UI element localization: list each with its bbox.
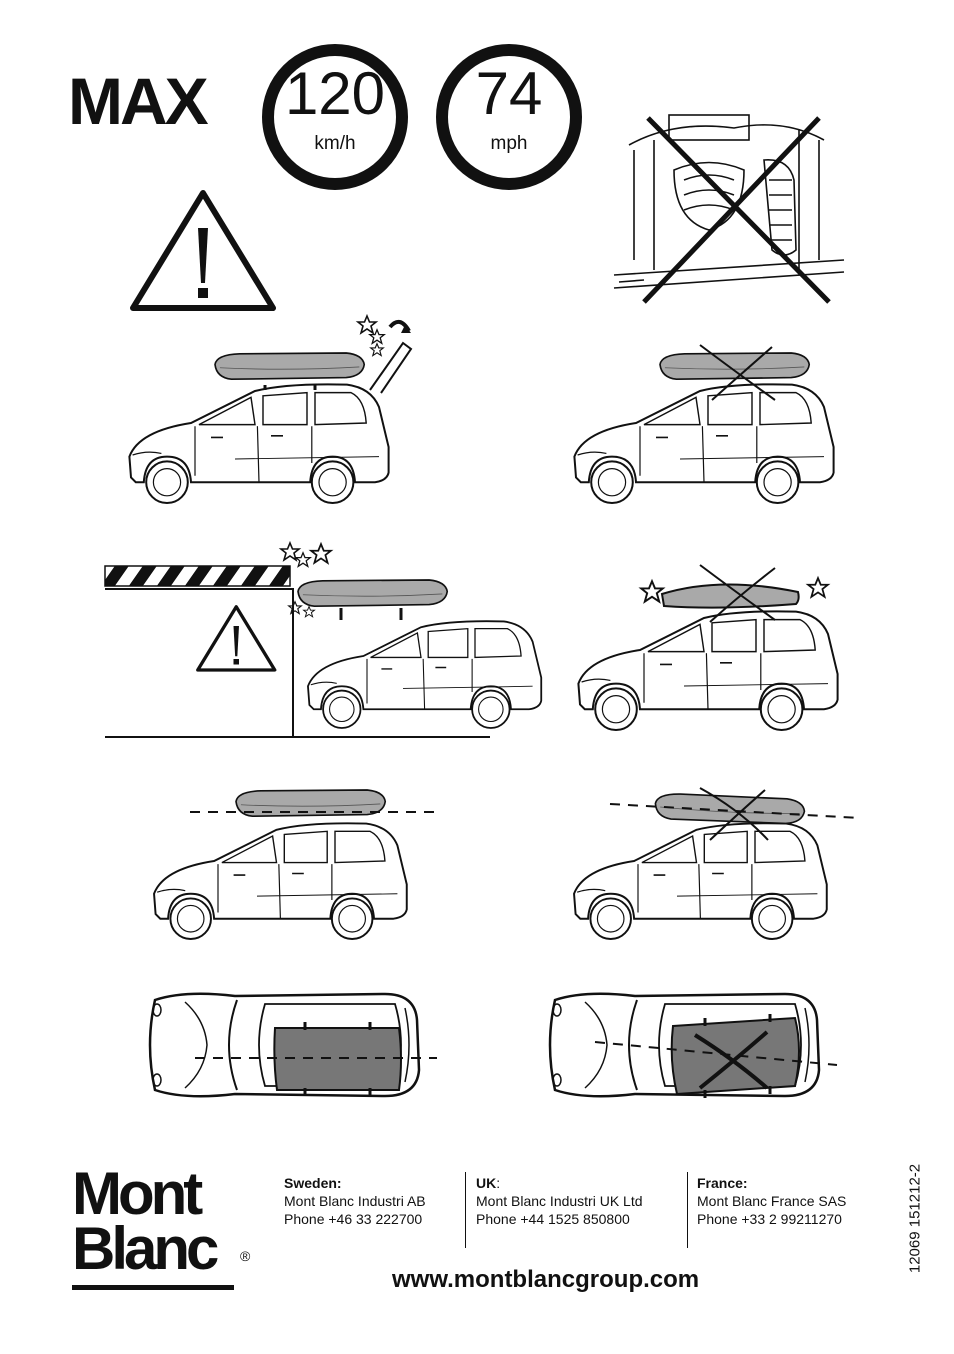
mont-blanc-logo: Mont Blanc xyxy=(72,1160,219,1283)
contact-phone: Phone +33 2 99211270 xyxy=(697,1211,842,1227)
logo-line-2: Blanc xyxy=(72,1215,219,1283)
website-link[interactable]: www.montblancgroup.com xyxy=(392,1266,700,1293)
speed-kmh-unit: km/h xyxy=(314,133,356,154)
contact-france: France: Mont Blanc France SAS Phone +33 … xyxy=(697,1174,846,1228)
registered-mark: ® xyxy=(240,1248,251,1264)
contact-phone: Phone +44 1525 850800 xyxy=(476,1211,630,1227)
contact-phone: Phone +46 33 222700 xyxy=(284,1211,423,1227)
contact-uk: UK: Mont Blanc Industri UK Ltd Phone +44… xyxy=(476,1174,643,1228)
speed-limit-kmh-sign: 120 km/h xyxy=(262,44,408,190)
no-car-wash-icon xyxy=(613,114,845,304)
illustration-box-level-side xyxy=(153,789,440,940)
illustration-box-overloaded xyxy=(577,564,839,732)
cross-mark-icon xyxy=(642,116,831,304)
speed-mph-unit: mph xyxy=(490,133,528,154)
illustration-box-too-far-back xyxy=(573,344,835,505)
illustration-height-clearance xyxy=(104,542,543,738)
logo-underline xyxy=(72,1285,234,1290)
contact-divider xyxy=(687,1172,688,1248)
illustration-tailgate-collision xyxy=(128,315,413,505)
contact-company: Mont Blanc France SAS xyxy=(697,1193,847,1209)
contact-country: Sweden: xyxy=(284,1175,342,1191)
contact-company: Mont Blanc Industri AB xyxy=(284,1193,426,1209)
contact-country: France: xyxy=(697,1175,748,1191)
contact-company: Mont Blanc Industri UK Ltd xyxy=(476,1193,643,1209)
contact-sweden: Sweden: Mont Blanc Industri AB Phone +46… xyxy=(284,1174,426,1228)
logo-line-1: Mont xyxy=(72,1160,203,1227)
illustration-box-skewed-top xyxy=(548,992,838,1098)
max-speed-label: MAX xyxy=(68,64,209,138)
contact-divider xyxy=(465,1172,466,1248)
contact-country-suffix: : xyxy=(496,1175,501,1191)
warning-triangle-icon xyxy=(128,188,278,318)
contact-country: UK xyxy=(476,1175,497,1191)
document-number: 12069 151212-2 xyxy=(906,1163,924,1274)
illustration-box-tilted-side xyxy=(573,787,861,940)
speed-limit-mph-sign: 74 mph xyxy=(436,44,582,190)
speed-mph-value: 74 xyxy=(475,60,543,127)
illustration-box-centred-top xyxy=(148,992,437,1098)
speed-kmh-value: 120 xyxy=(284,60,386,127)
